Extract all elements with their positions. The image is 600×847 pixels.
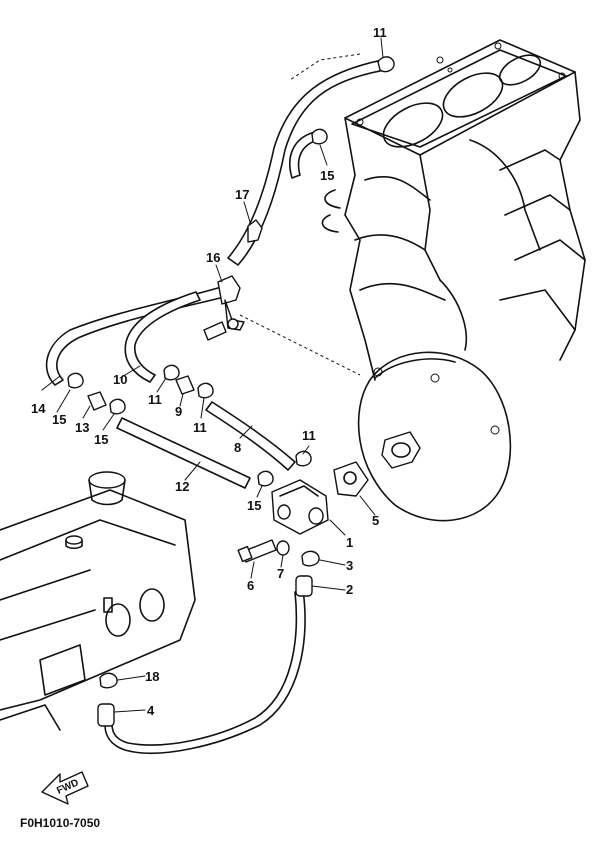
callout-7: 7	[277, 566, 284, 581]
callout-1: 1	[346, 535, 353, 550]
figure-code: F0H1010-7050	[20, 816, 100, 830]
callout-11: 11	[193, 420, 207, 435]
callout-10: 10	[113, 372, 127, 387]
callout-15: 15	[320, 168, 334, 183]
callout-6: 6	[247, 578, 254, 593]
callout-14: 14	[31, 401, 46, 416]
parts	[67, 56, 395, 727]
fwd-arrow: FWD	[41, 771, 89, 805]
callout-5: 5	[372, 513, 379, 528]
callout-16: 16	[206, 250, 220, 265]
engine-block	[321, 39, 586, 522]
reference-lines	[239, 53, 361, 376]
callout-8: 8	[234, 440, 241, 455]
callout-13: 13	[75, 420, 89, 435]
hull-tank	[0, 471, 196, 731]
callout-4: 4	[147, 703, 155, 718]
callouts: 11 15 17 16 10 14 15 13 15 11 9 11 8 11 …	[31, 25, 387, 718]
callout-17: 17	[235, 187, 249, 202]
callout-12: 12	[175, 479, 189, 494]
callout-15: 15	[52, 412, 66, 427]
hoses	[45, 59, 386, 754]
callout-3: 3	[346, 558, 353, 573]
callout-9: 9	[175, 404, 182, 419]
leader-lines	[41, 37, 384, 713]
callout-11: 11	[373, 25, 387, 40]
callout-11: 11	[302, 428, 316, 443]
callout-2: 2	[346, 582, 353, 597]
callout-11: 11	[148, 392, 162, 407]
callout-15: 15	[94, 432, 108, 447]
callout-15: 15	[247, 498, 261, 513]
callout-18: 18	[145, 669, 159, 684]
